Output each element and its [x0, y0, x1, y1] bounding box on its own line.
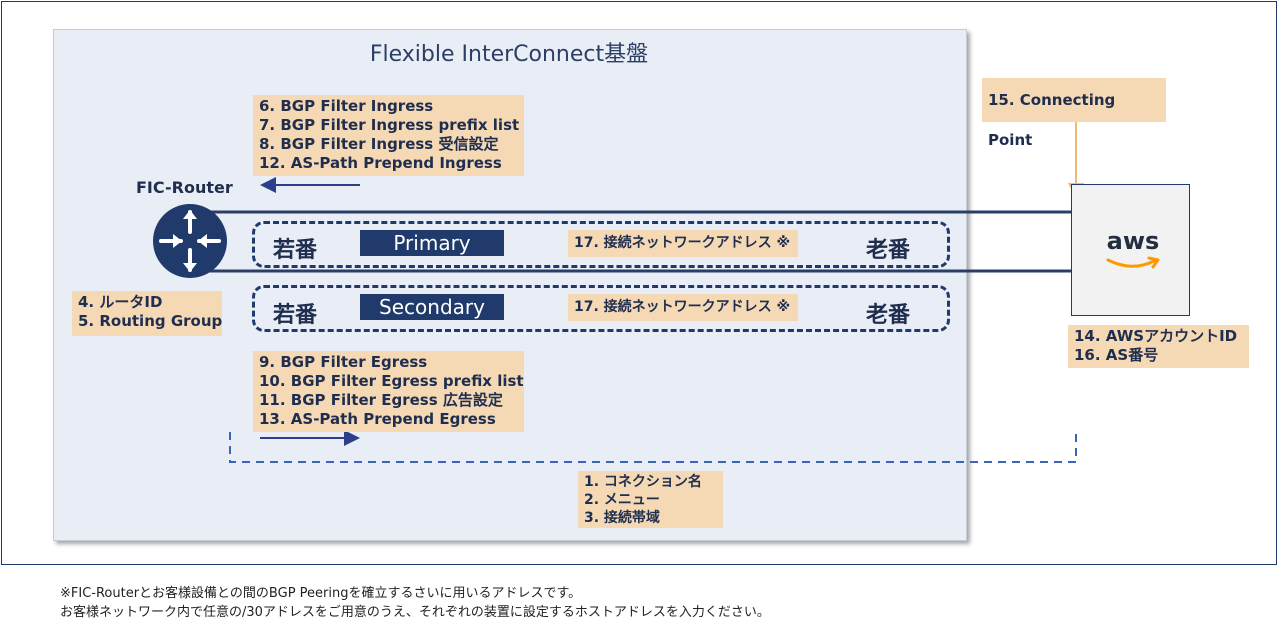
aws-info-box: 14. AWSアカウントID 16. AS番号: [1068, 325, 1249, 368]
secondary-right-label: 老番: [866, 303, 911, 328]
egress-label: 11. BGP Filter Egress 広告設定: [259, 391, 503, 409]
primary-left-label: 若番: [273, 238, 318, 263]
ingress-label: 8. BGP Filter Ingress 受信設定: [259, 135, 499, 153]
router-info-label: 5. Routing Group: [78, 312, 223, 330]
connection-bracket: [229, 432, 1077, 463]
ingress-label: 12. AS-Path Prepend Ingress: [259, 154, 502, 172]
aws-logo-icon: aws: [1106, 227, 1160, 255]
secondary-left-label: 若番: [273, 303, 318, 328]
primary-right-label: 老番: [866, 238, 911, 263]
secondary-tag: Secondary: [360, 294, 504, 320]
egress-label: 9. BGP Filter Egress: [259, 353, 428, 371]
primary-tag: Primary: [360, 230, 504, 256]
ingress-label: 7. BGP Filter Ingress prefix list: [259, 116, 520, 134]
connection-info-box: 1. コネクション名 2. メニュー 3. 接続帯域: [578, 471, 723, 528]
platform-title: Flexible InterConnect基盤: [369, 42, 649, 67]
egress-label: 13. AS-Path Prepend Egress: [259, 410, 496, 428]
secondary-connection-pill: [252, 285, 950, 332]
aws-info-label: 14. AWSアカウントID: [1074, 327, 1238, 345]
primary-address-label: 17. 接続ネットワークアドレス ※: [568, 230, 798, 257]
router-info-box: 4. ルータID 5. Routing Group: [72, 291, 222, 336]
aws-endpoint-box: [1071, 184, 1190, 316]
footnote-line: ※FIC-Routerとお客様設備との間のBGP Peeringを確立するさいに…: [60, 586, 582, 601]
connection-info-label: 2. メニュー: [584, 492, 660, 508]
egress-label: 10. BGP Filter Egress prefix list: [259, 372, 524, 390]
router-label: FIC-Router: [136, 178, 233, 197]
secondary-address-label: 17. 接続ネットワークアドレス ※: [568, 294, 798, 321]
router-info-label: 4. ルータID: [78, 293, 163, 311]
connection-info-label: 1. コネクション名: [584, 474, 702, 490]
connection-info-label: 3. 接続帯域: [584, 510, 660, 526]
connecting-point-label: 15. Connecting Point: [982, 78, 1166, 149]
aws-info-label: 16. AS番号: [1074, 346, 1159, 364]
ingress-label: 6. BGP Filter Ingress: [259, 97, 434, 115]
primary-connection-pill: [252, 221, 950, 268]
aws-smile-icon: [1106, 256, 1160, 269]
footnote-line: お客様ネットワーク内で任意の/30アドレスをご用意のうえ、それぞれの装置に設定す…: [60, 605, 770, 620]
egress-settings-box: 9. BGP Filter Egress 10. BGP Filter Egre…: [253, 351, 524, 432]
ingress-settings-box: 6. BGP Filter Ingress 7. BGP Filter Ingr…: [253, 95, 524, 176]
router-icon: [153, 204, 227, 278]
